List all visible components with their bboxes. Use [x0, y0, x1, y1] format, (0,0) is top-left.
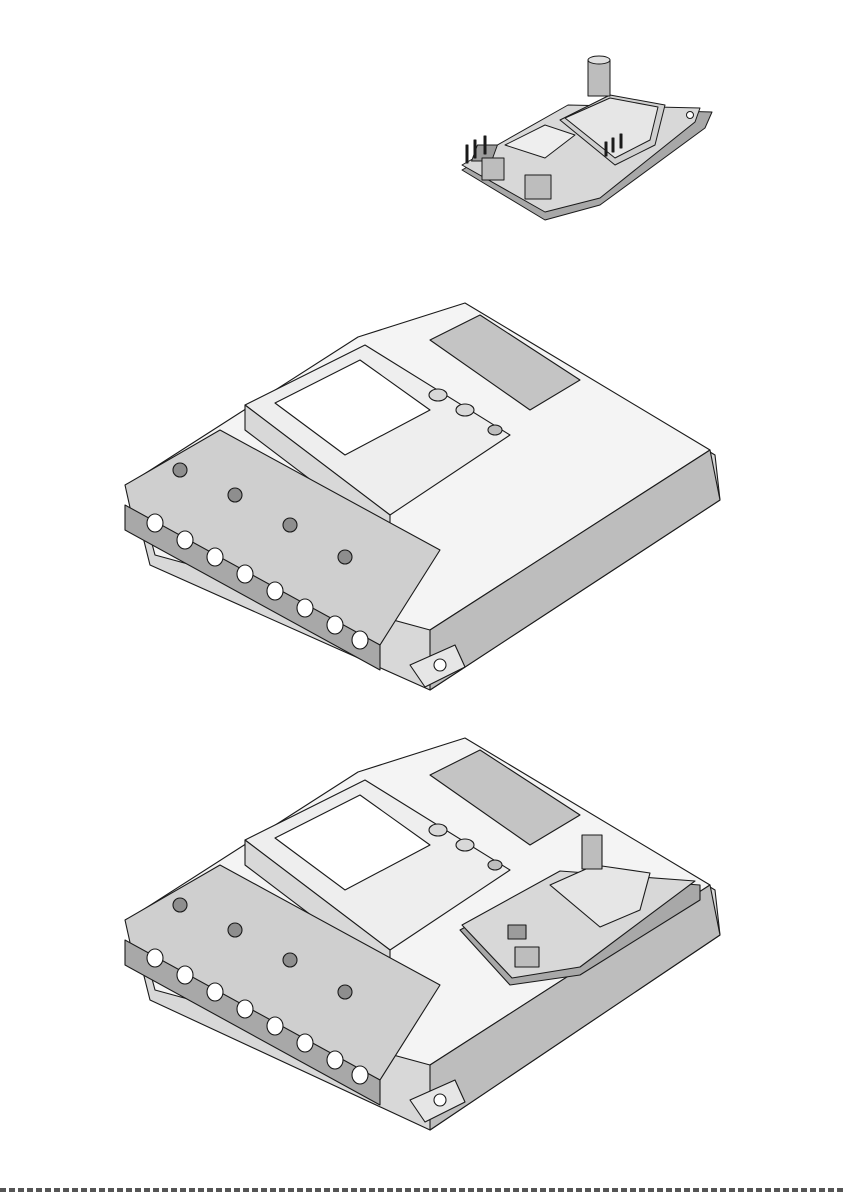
- installed-module-terminal: [515, 947, 539, 967]
- module-terminal-left: [482, 158, 504, 180]
- module-antenna-connector: [588, 60, 610, 96]
- meter2-seal-knob: [488, 860, 502, 870]
- module-mount-hole: [687, 112, 694, 119]
- meter-seal-knob: [488, 425, 502, 435]
- meter-drawing-with-module: [110, 735, 735, 1145]
- meter2-button-2: [456, 839, 474, 851]
- meter-button-1: [429, 389, 447, 401]
- installed-module-antenna: [582, 835, 602, 869]
- meter2-button-1: [429, 824, 447, 836]
- module-terminal-right: [525, 175, 551, 199]
- communication-module-drawing: [450, 50, 720, 230]
- meter-button-2: [456, 404, 474, 416]
- meter-drawing-without-module: [110, 295, 735, 715]
- installed-module-chip: [508, 925, 526, 939]
- page-bottom-edge: [0, 1188, 843, 1192]
